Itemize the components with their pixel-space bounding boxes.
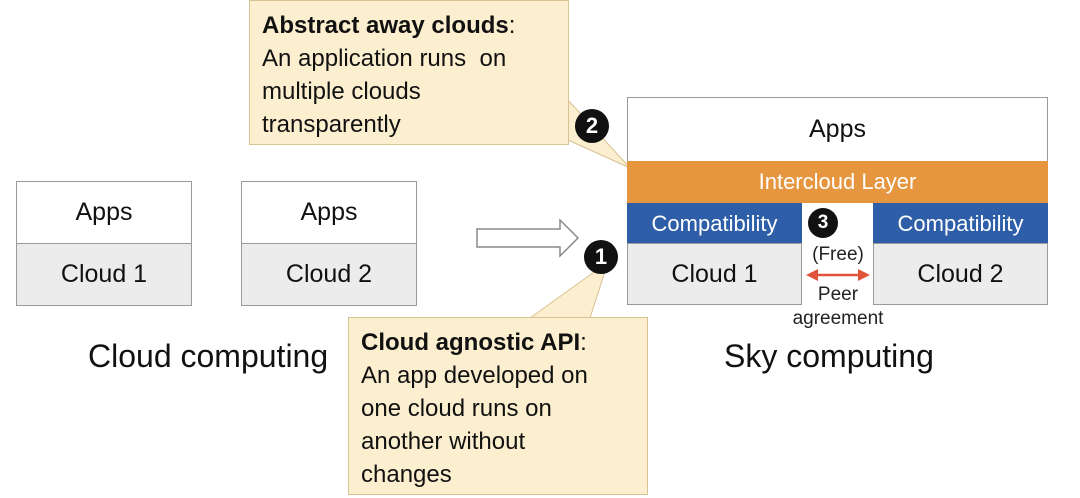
callout-title: Abstract away clouds bbox=[262, 12, 509, 39]
cloud-computing-caption: Cloud computing bbox=[88, 338, 329, 374]
callout-line: An app developed on bbox=[361, 362, 588, 389]
badge-1: 1 bbox=[584, 240, 618, 274]
cloud-label: Cloud 1 bbox=[60, 260, 148, 288]
peer-arrow-icon bbox=[806, 269, 870, 281]
callout-colon: : bbox=[580, 329, 587, 356]
compatibility-right: Compatibility bbox=[873, 203, 1048, 244]
callout-line: An application runs on bbox=[262, 45, 507, 72]
callout-line: another without bbox=[361, 428, 526, 455]
free-label: (Free) bbox=[812, 244, 864, 265]
cloud-2-box: Cloud 2 bbox=[241, 243, 417, 306]
apps-label: Apps bbox=[809, 115, 866, 143]
intercloud-layer: Intercloud Layer bbox=[627, 161, 1048, 203]
badge-2: 2 bbox=[575, 109, 609, 143]
callout-cloud-agnostic-api: Cloud agnostic API: An app developed on … bbox=[348, 317, 648, 495]
cloud-label: Cloud 2 bbox=[917, 259, 1004, 288]
intercloud-label: Intercloud Layer bbox=[758, 169, 917, 194]
apps-label: Apps bbox=[75, 198, 133, 226]
callout-line: multiple clouds bbox=[262, 78, 421, 105]
callout-line: changes bbox=[361, 461, 452, 488]
compatibility-left: Compatibility bbox=[627, 203, 802, 244]
sky-cloud-2-box: Cloud 2 bbox=[873, 243, 1048, 305]
sky-cloud-1-box: Cloud 1 bbox=[627, 243, 802, 305]
callout-colon: : bbox=[508, 12, 516, 39]
callout-title: Cloud agnostic API bbox=[361, 329, 581, 356]
peer-label: Peer bbox=[817, 284, 859, 305]
callout-abstract-clouds: Abstract away clouds: An application run… bbox=[249, 0, 569, 145]
sky-computing-caption: Sky computing bbox=[724, 338, 934, 374]
transition-arrow-icon bbox=[476, 218, 580, 258]
cloud-label: Cloud 2 bbox=[285, 260, 373, 288]
compatibility-label: Compatibility bbox=[897, 210, 1024, 236]
cloud-1-apps-box: Apps bbox=[16, 181, 192, 244]
cloud-2-apps-box: Apps bbox=[241, 181, 417, 244]
callout-line: one cloud runs on bbox=[361, 395, 552, 422]
compatibility-label: Compatibility bbox=[651, 210, 778, 236]
cloud-1-box: Cloud 1 bbox=[16, 243, 192, 306]
cloud-label: Cloud 1 bbox=[671, 259, 758, 288]
sky-apps-box: Apps bbox=[627, 97, 1048, 162]
badge-3: 3 bbox=[808, 208, 838, 238]
apps-label: Apps bbox=[300, 198, 358, 226]
callout-line: transparently bbox=[262, 111, 401, 138]
agreement-label: agreement bbox=[792, 308, 884, 329]
